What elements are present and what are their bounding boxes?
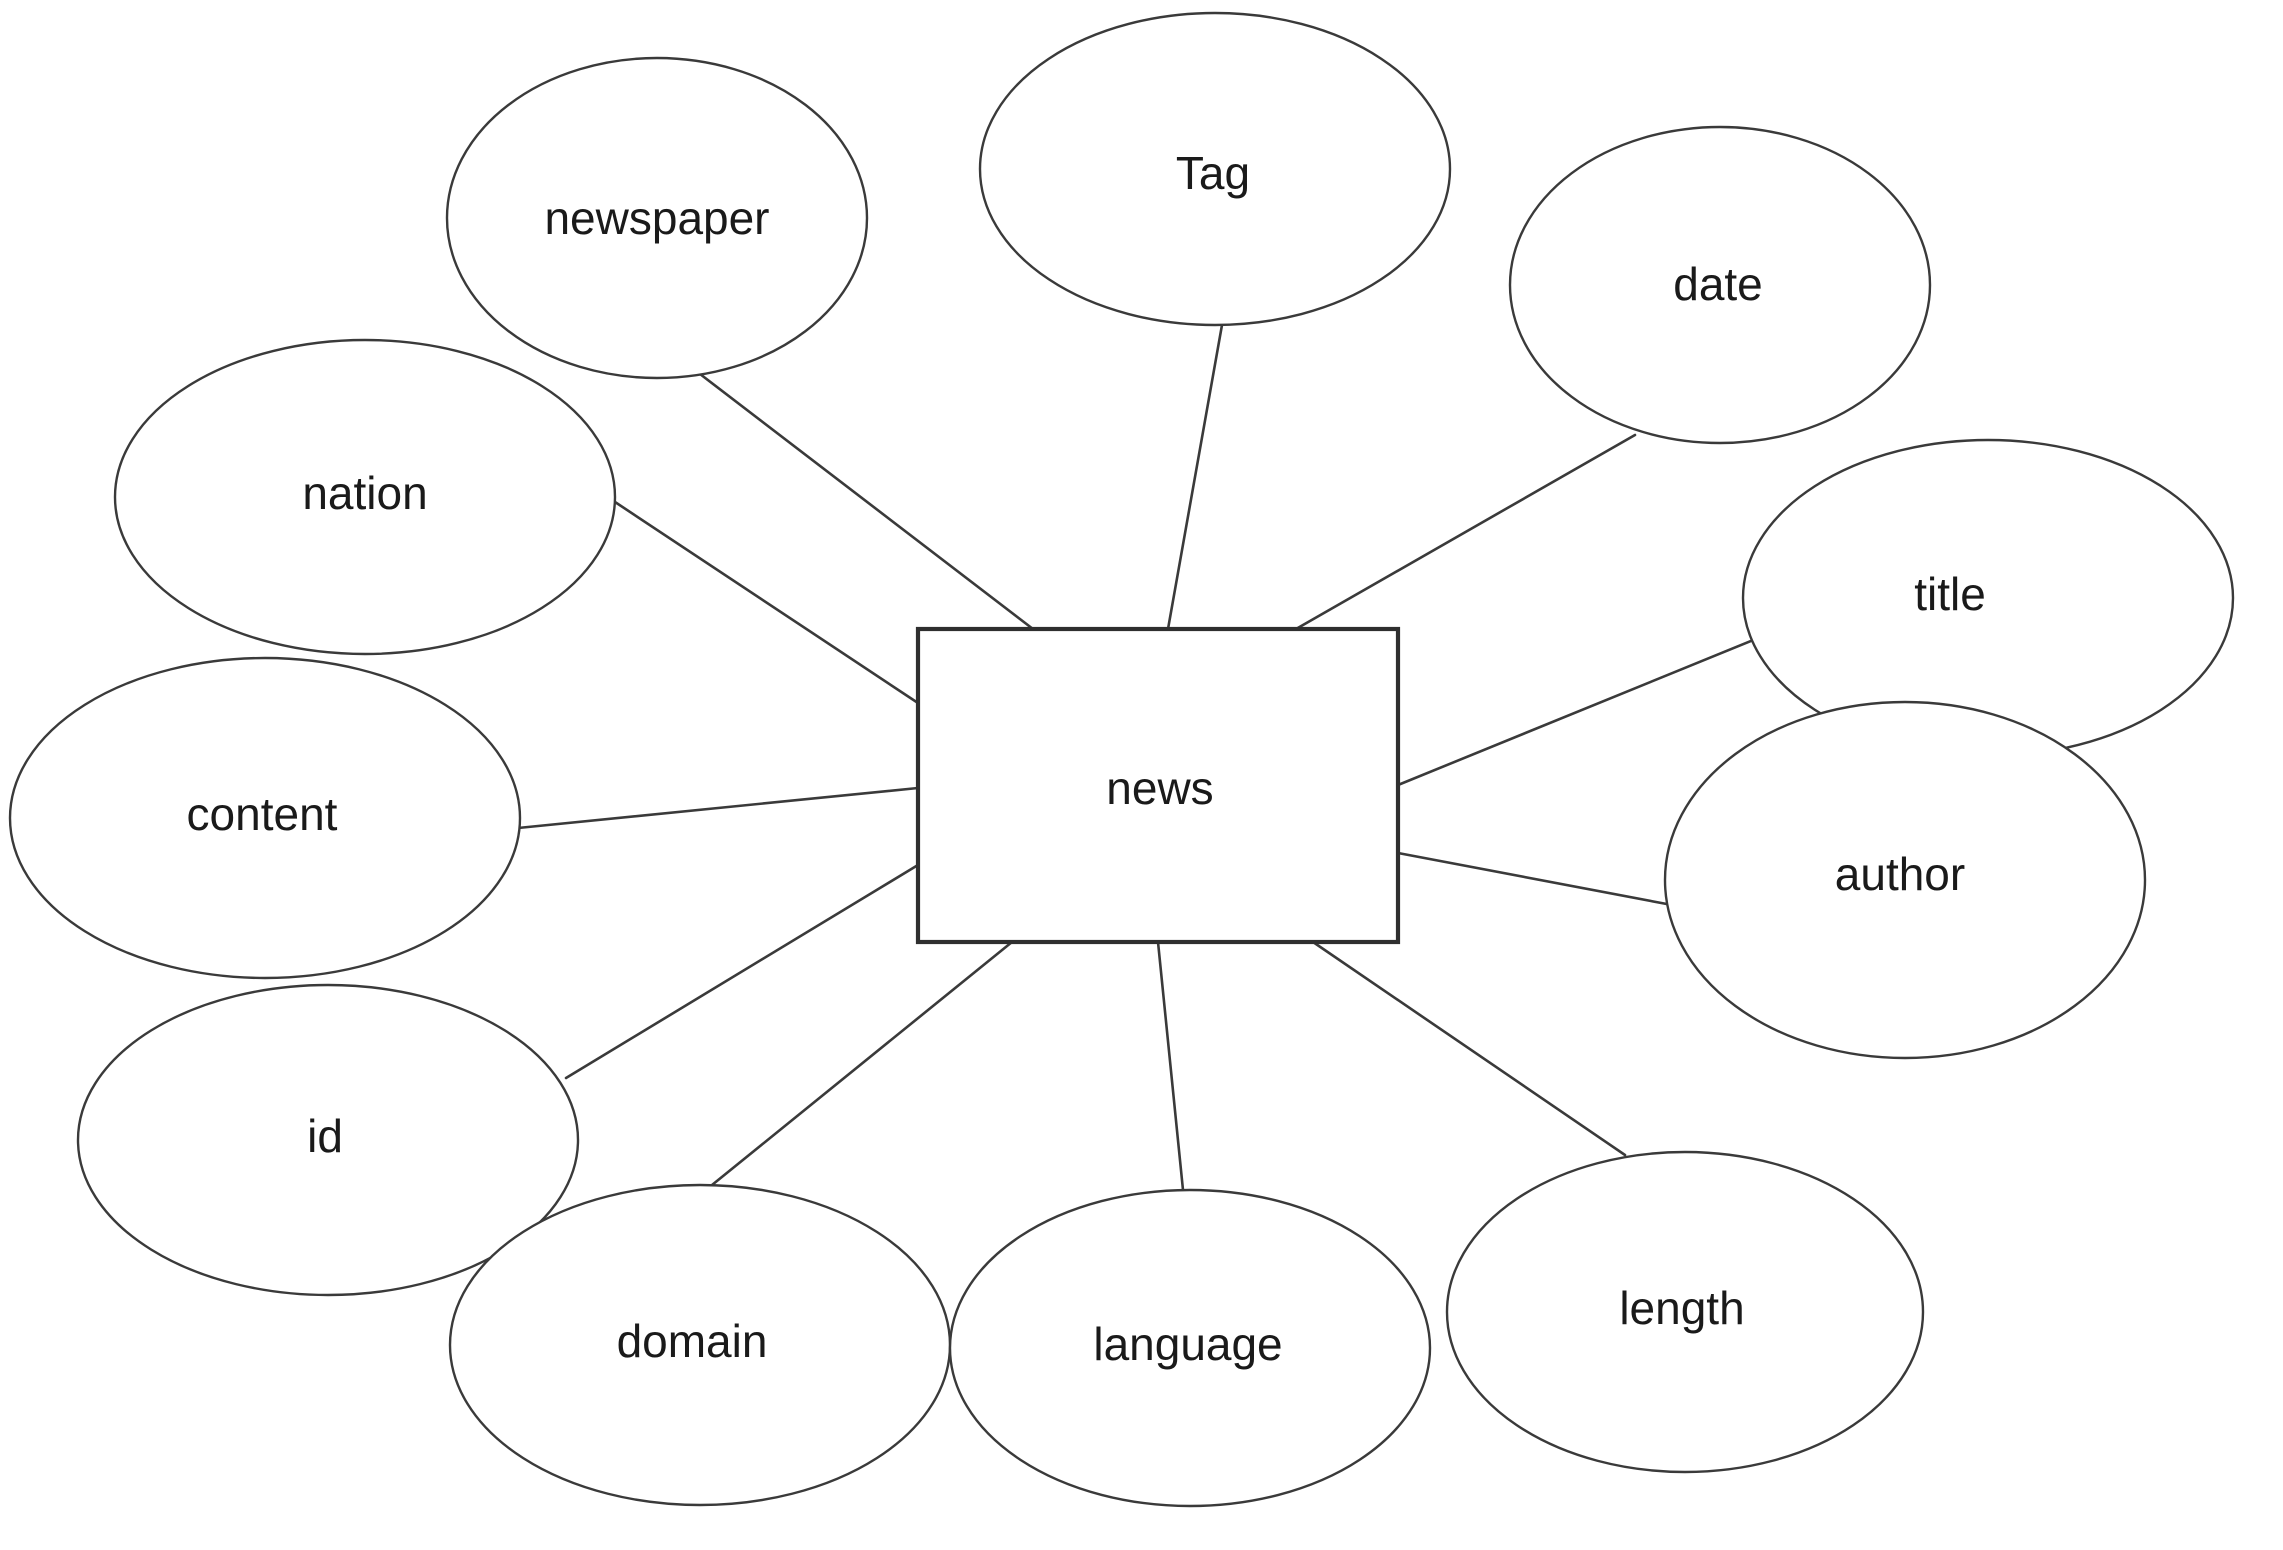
attribute-label-tag: Tag bbox=[1176, 147, 1250, 199]
attribute-ellipse-newspaper bbox=[445, 56, 869, 380]
attribute-node-date[interactable]: date bbox=[1508, 125, 1932, 445]
attribute-ellipse-date bbox=[1508, 125, 1932, 445]
entity-node-news[interactable]: news bbox=[915, 626, 1401, 945]
edge-tag-to-news bbox=[1166, 323, 1224, 631]
edge-content-to-news bbox=[516, 786, 920, 830]
edge-date-to-news bbox=[1294, 433, 1637, 631]
attribute-ellipse-length bbox=[1445, 1150, 1925, 1474]
attribute-label-domain: domain bbox=[617, 1315, 768, 1367]
entity-rectangle-news bbox=[915, 626, 1401, 945]
attribute-ellipse-nation bbox=[113, 338, 617, 656]
attribute-node-nation[interactable]: nation bbox=[113, 338, 617, 656]
attribute-node-tag[interactable]: Tag bbox=[978, 11, 1452, 327]
attribute-label-date: date bbox=[1673, 258, 1763, 310]
attribute-ellipse-id bbox=[76, 983, 580, 1297]
attribute-node-domain[interactable]: domain bbox=[448, 1183, 952, 1507]
edge-nation-to-news bbox=[610, 498, 920, 705]
attribute-node-length[interactable]: length bbox=[1445, 1150, 1925, 1474]
edge-domain-to-news bbox=[710, 940, 1014, 1187]
attribute-ellipse-author bbox=[1663, 700, 2147, 1060]
attribute-label-title: title bbox=[1914, 568, 1986, 620]
attribute-node-newspaper[interactable]: newspaper bbox=[445, 56, 869, 380]
attribute-label-nation: nation bbox=[302, 467, 427, 519]
edge-language-to-news bbox=[1156, 940, 1185, 1192]
attribute-node-content[interactable]: content bbox=[8, 656, 522, 980]
edge-id-to-news bbox=[564, 863, 920, 1080]
edge-newspaper-to-news bbox=[698, 372, 1035, 631]
attribute-ellipse-content bbox=[8, 656, 522, 980]
entity-label-news: news bbox=[1106, 762, 1213, 814]
attribute-ellipse-tag bbox=[978, 11, 1452, 327]
edge-layer bbox=[516, 323, 1797, 1192]
edge-author-to-news bbox=[1396, 851, 1674, 907]
attribute-node-language[interactable]: language bbox=[948, 1188, 1432, 1508]
edge-length-to-news bbox=[1311, 940, 1627, 1157]
attribute-label-language: language bbox=[1093, 1318, 1282, 1370]
attribute-ellipse-language bbox=[948, 1188, 1432, 1508]
attribute-label-id: id bbox=[307, 1110, 343, 1162]
attribute-node-title[interactable]: title bbox=[1741, 438, 2235, 758]
attribute-label-content: content bbox=[187, 788, 338, 840]
attribute-label-newspaper: newspaper bbox=[544, 192, 769, 244]
edge-title-to-news bbox=[1396, 621, 1797, 787]
attribute-label-length: length bbox=[1619, 1282, 1744, 1334]
attribute-label-author: author bbox=[1835, 848, 1965, 900]
node-layer: newspaper Tag date nation title content author… bbox=[8, 11, 2235, 1508]
attribute-ellipse-title bbox=[1741, 438, 2235, 758]
attribute-node-author[interactable]: author bbox=[1663, 700, 2147, 1060]
attribute-node-id[interactable]: id bbox=[76, 983, 580, 1297]
